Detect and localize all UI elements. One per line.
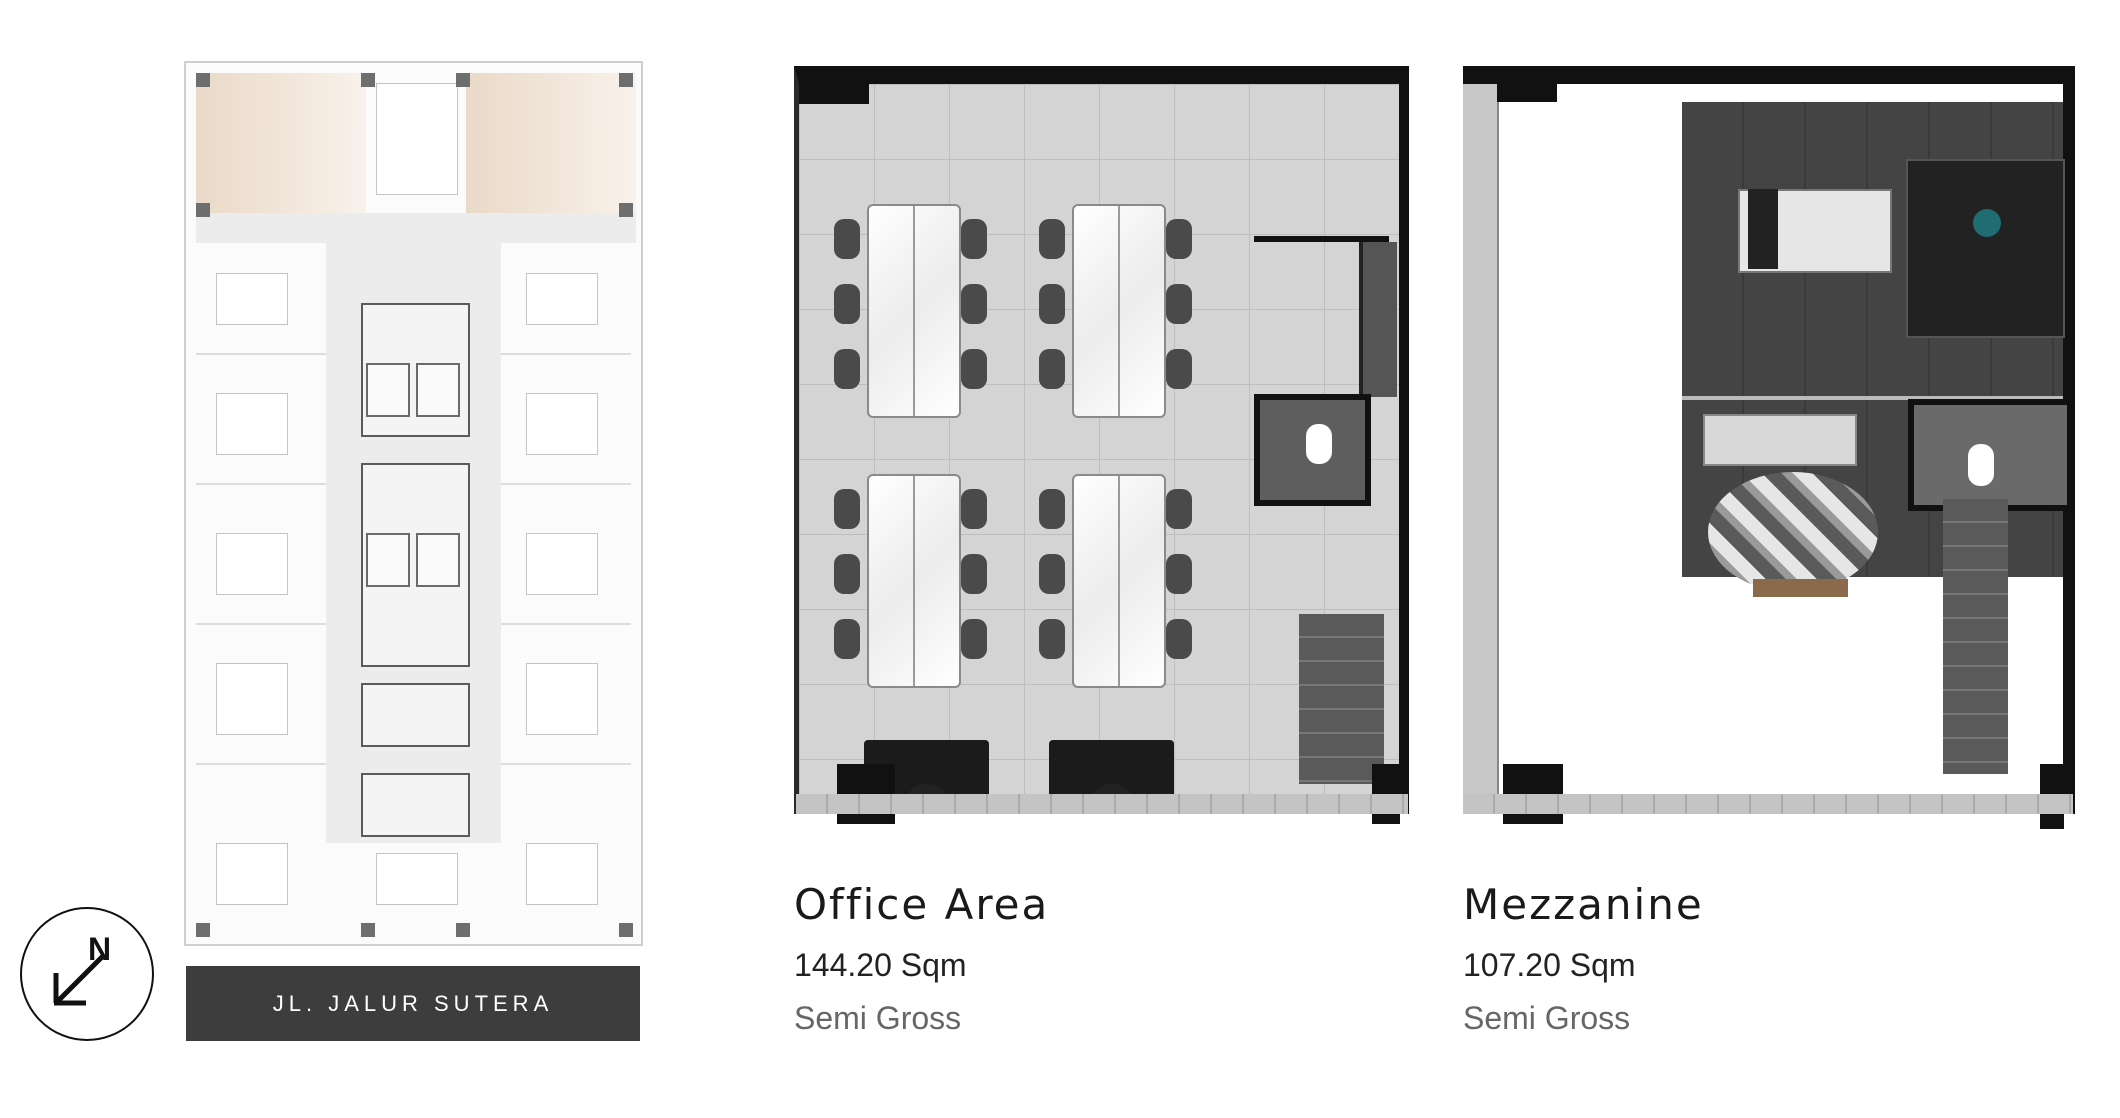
staircase	[1943, 499, 2008, 774]
site-floor-plan	[184, 61, 643, 946]
highlighted-unit-west	[196, 73, 366, 213]
staircase	[1299, 614, 1384, 784]
sofa	[1703, 414, 1857, 466]
desk-cluster	[216, 273, 288, 325]
north-letter: N	[88, 931, 112, 967]
mezzanine-basis: Semi Gross	[1463, 1000, 1631, 1036]
desk-cluster	[216, 843, 288, 905]
ottoman	[1973, 209, 2001, 237]
desk-cluster	[526, 533, 598, 595]
mezzanine-plan	[1463, 66, 2075, 829]
workstation-table	[867, 204, 961, 418]
workstation-table	[867, 474, 961, 688]
office-area-plan	[794, 66, 1409, 824]
desk-cluster	[526, 393, 598, 455]
desk-cluster	[216, 393, 288, 455]
structural-column	[361, 73, 375, 87]
pantry-counter	[1359, 242, 1397, 397]
lift-car	[416, 533, 460, 587]
structural-column	[619, 203, 633, 217]
structural-column	[196, 203, 210, 217]
lift-car	[416, 363, 460, 417]
mezzanine-size: 107.20 Sqm	[1463, 947, 1636, 983]
desk-cluster	[376, 83, 458, 195]
highlighted-unit-east	[466, 73, 636, 213]
desk-cluster	[526, 843, 598, 905]
structural-column	[619, 923, 633, 937]
desk-cluster	[526, 663, 598, 735]
coffee-table	[1753, 579, 1848, 597]
area-rug	[1708, 472, 1878, 592]
desk-cluster	[216, 663, 288, 735]
north-corridor	[196, 213, 636, 243]
street-label: JL. JALUR SUTERA	[186, 966, 640, 1041]
toilet	[1306, 424, 1332, 464]
office-facade-strip	[796, 794, 1408, 814]
office-area-title: Office Area	[794, 880, 1050, 929]
lift-core-3	[361, 683, 470, 747]
north-arrow-icon	[53, 953, 106, 1006]
structural-column	[196, 73, 210, 87]
lift-core-4	[361, 773, 470, 837]
office-area-size: 144.20 Sqm	[794, 947, 967, 983]
structural-column	[361, 923, 375, 937]
workstation-table	[1072, 474, 1166, 688]
desk-cluster	[216, 533, 288, 595]
structural-column	[619, 73, 633, 87]
structural-column	[456, 73, 470, 87]
wardrobe	[1906, 159, 2065, 338]
lift-car	[366, 363, 410, 417]
mezzanine-title: Mezzanine	[1463, 880, 1704, 929]
workstation-table	[1072, 204, 1166, 418]
desk-cluster	[526, 273, 598, 325]
desk-cluster	[376, 853, 458, 905]
office-area-basis: Semi Gross	[794, 1000, 962, 1036]
toilet	[1968, 444, 1994, 486]
lift-car	[366, 533, 410, 587]
structural-column	[196, 923, 210, 937]
mezzanine-facade-strip	[1463, 794, 2073, 814]
structural-column	[456, 923, 470, 937]
north-compass: N	[20, 907, 154, 1041]
